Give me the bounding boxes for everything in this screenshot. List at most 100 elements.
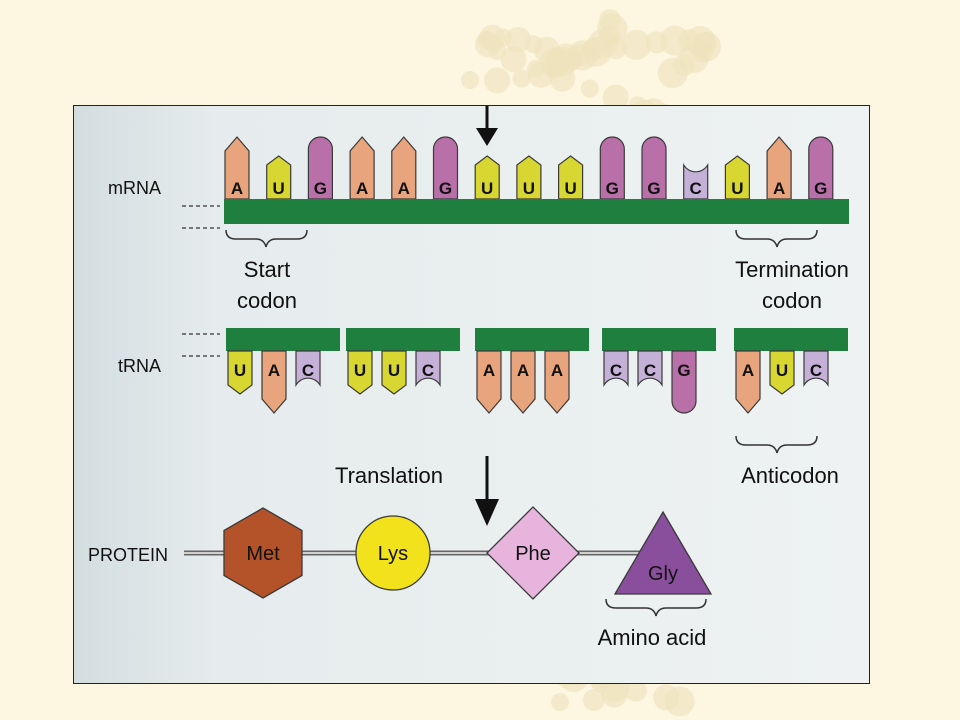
amino-acid-brace (605, 598, 707, 617)
mrna-base: U (724, 155, 750, 200)
mrna-base-letter: C (690, 179, 702, 198)
mrna-base-letter: U (731, 179, 743, 198)
trna-base-letter: A (742, 361, 754, 380)
start-codon-label-line2: codon (237, 288, 297, 313)
trna-base (415, 350, 441, 388)
trna-base (510, 350, 536, 414)
termination-codon-label-line1: Termination (735, 257, 849, 282)
trna-base (603, 350, 629, 388)
trna-base-letter: A (551, 361, 563, 380)
trna-base (637, 350, 663, 388)
mrna-base-letter: A (356, 179, 368, 198)
mrna-base-letter: G (439, 179, 452, 198)
mrna-base-letter: A (398, 179, 410, 198)
trna-base-letter: U (388, 361, 400, 380)
protein-label: PROTEIN (88, 545, 168, 565)
translation-arrow (475, 456, 499, 526)
mrna-base-letter: U (523, 179, 535, 198)
amino-acid-name: Gly (648, 563, 678, 585)
mrna-base: A (766, 136, 792, 200)
start-codon-label-line1: Start (244, 257, 290, 282)
amino-acid-label: Amino acid (598, 625, 707, 650)
amino-acid-name: Met (246, 543, 280, 565)
trna-backbone (602, 328, 716, 351)
mrna-base-letter: G (647, 179, 660, 198)
mrna-label: mRNA (108, 178, 161, 198)
mrna-base: G (641, 136, 667, 200)
mrna-base: G (599, 136, 625, 200)
mrna-base-letter: G (314, 179, 327, 198)
translation-figure: A U G A A G U U U G G C U A G mRNA Start codon Termina… (73, 105, 870, 684)
mrna-base: A (349, 136, 375, 200)
amino-acid-name: Lys (378, 543, 408, 565)
trna-base (295, 350, 321, 388)
mrna-base-letter: A (773, 179, 785, 198)
mrna-base: U (558, 155, 584, 200)
mrna-strand: A U G A A G U U U G G C U A G mRNA (108, 136, 849, 229)
termination-codon-brace (735, 229, 818, 248)
trna-base-letter: A (268, 361, 280, 380)
mrna-base: U (266, 155, 292, 200)
trna-backbone (226, 328, 340, 351)
termination-codon-label-line2: codon (762, 288, 822, 313)
start-codon-brace (225, 229, 308, 248)
trna-backbone (346, 328, 460, 351)
amino-acid-name: Phe (515, 543, 551, 565)
mrna-base: A (224, 136, 250, 200)
mrna-base-letter: U (564, 179, 576, 198)
trna-base (735, 350, 761, 414)
mrna-base: U (516, 155, 542, 200)
amino-acid-gly: Gly (613, 510, 713, 595)
translation-label: Translation (335, 463, 443, 488)
mrna-base: A (391, 136, 417, 200)
trna-base-letter: C (810, 361, 822, 380)
mrna-backbone (224, 199, 849, 224)
trna-base (347, 350, 373, 395)
mrna-base: G (432, 136, 459, 200)
mrna-base: C (683, 162, 709, 200)
mrna-base-letter: G (814, 179, 827, 198)
trna-base-letter: C (302, 361, 314, 380)
trna-base-letter: A (517, 361, 529, 380)
trna-base-letter: U (354, 361, 366, 380)
trna-label: tRNA (118, 356, 161, 376)
mrna-base-letter: U (481, 179, 493, 198)
trna-base (261, 350, 287, 414)
trna-base (803, 350, 829, 388)
trna-base (671, 350, 697, 414)
trna-base-letter: U (776, 361, 788, 380)
trna-base (769, 350, 795, 395)
mrna-base: G (307, 136, 333, 200)
mrna-base: G (808, 136, 834, 200)
amino-acid-phe: Phe (486, 506, 580, 600)
trna-base-letter: G (677, 361, 690, 380)
anticodon-brace (735, 435, 818, 454)
mrna-base: U (474, 155, 500, 200)
trna-backbone (734, 328, 848, 351)
trna-base (381, 350, 407, 395)
trna-base-letter: C (644, 361, 656, 380)
anticodon-label: Anticodon (741, 463, 839, 488)
trna-base-letter: A (483, 361, 495, 380)
amino-acid-met: Met (223, 507, 303, 599)
mrna-base-letter: A (231, 179, 243, 198)
mrna-base-letter: U (273, 179, 285, 198)
trna-base-letter: C (610, 361, 622, 380)
trna-base (476, 350, 502, 414)
top-arrow (476, 106, 498, 146)
trna-base (544, 350, 570, 414)
amino-acid-lys: Lys (355, 515, 431, 591)
trna-base (227, 350, 253, 395)
trna-base-letter: U (234, 361, 246, 380)
trna-backbone (475, 328, 589, 351)
